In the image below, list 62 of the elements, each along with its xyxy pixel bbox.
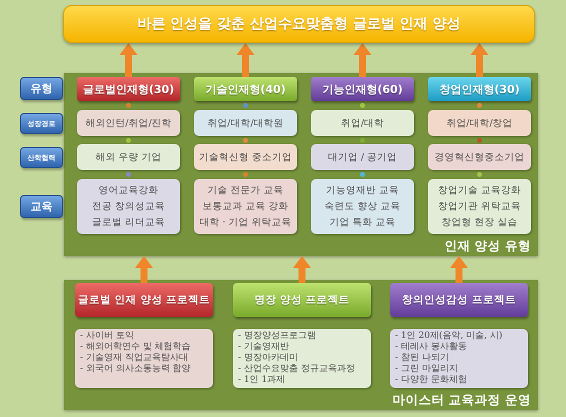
panel-background [64,280,538,410]
education-item: 글로벌 리더교육 [92,216,166,230]
list-item: - 기술영재 직업교육탐사대 [80,353,188,364]
arrow [293,256,311,283]
arrow [470,43,488,77]
arrow [120,43,138,77]
project-header: 창의인성감성 프로젝트 [390,283,528,317]
list-item: - 참된 나되기 [395,353,449,364]
list-item: - 1인 1과제 [238,375,286,386]
info-card: 대기업 / 공기업 [311,144,414,170]
education-item: 창업형 현장 실습 [441,216,518,230]
info-card: 경영혁신형중소기업 [428,144,531,170]
arrow [354,43,372,77]
list-item: - 그린 마일리지 [395,364,458,375]
education-card [194,179,297,234]
list-item: - 기술영재반 [238,342,289,353]
info-card: 취업/대학 [311,110,414,136]
project-header: 글로벌 인재 양성 프로젝트 [75,283,213,317]
panel-title: 마이스터 교육과정 운영 [392,392,531,409]
education-item: 영어교육강화 [98,184,158,198]
info-card: 기술혁신형 중소기업 [194,144,297,170]
list-item: - 산업수요맞춤 정규교육과정 [238,364,355,375]
education-item: 창업기관 위탁교육 [438,200,522,214]
type-header: 기능인재형(60) [311,77,414,101]
arrow [236,43,254,77]
education-item: 전공 창의성교육 [92,200,166,214]
panel-background [64,73,538,256]
type-header: 기술인재형(40) [194,77,297,101]
arrow [450,256,468,283]
row-header-tab: 교육 [20,195,63,218]
info-card: 취업/대학/창업 [428,110,531,136]
activity-card [390,329,528,388]
education-card [428,179,531,234]
type-header: 글로벌인재형(30) [77,77,180,101]
list-item: - 테레사 봉사활동 [395,342,467,353]
list-item: - 해외어학연수 및 체험학습 [80,342,191,353]
education-item: 기술 전문가 교육 [207,184,284,198]
education-card [311,179,414,234]
education-item: 기능영재반 교육 [326,184,400,198]
type-header: 창업인재형(30) [428,77,531,101]
list-item: - 명장아카데미 [238,353,298,364]
list-item: - 다양한 문화체험 [395,375,467,386]
education-item: 숙련도 향상 교육 [324,200,401,214]
goal-banner: 바른 인성을 갖춘 산업수요맞춤형 글로벌 인재 양성 [63,5,535,43]
panel-title: 인재 양성 유형 [444,238,531,255]
project-header: 명장 양성 프로젝트 [233,283,371,317]
info-card: 해외인턴/취업/진학 [77,110,180,136]
education-item: 대학 · 기업 위탁교육 [199,216,292,230]
list-item: - 1인 20제(음악, 미술, 시) [395,331,502,342]
row-header-tab: 유형 [20,77,63,100]
education-item: 보통교과 교육 강화 [202,200,289,214]
list-item: - 사이버 토익 [80,331,134,342]
education-item: 창업기술 교육강화 [438,184,522,198]
activity-card [75,329,213,388]
list-item: - 명장양성프로그램 [238,331,316,342]
education-card [77,179,180,234]
education-item: 기업 특화 교육 [329,216,396,230]
arrow [135,256,153,283]
info-card: 해외 우량 기업 [77,144,180,170]
info-card: 취업/대학/대학원 [194,110,297,136]
list-item: - 외국어 의사소통능력 함양 [80,364,191,375]
activity-card [233,329,371,388]
